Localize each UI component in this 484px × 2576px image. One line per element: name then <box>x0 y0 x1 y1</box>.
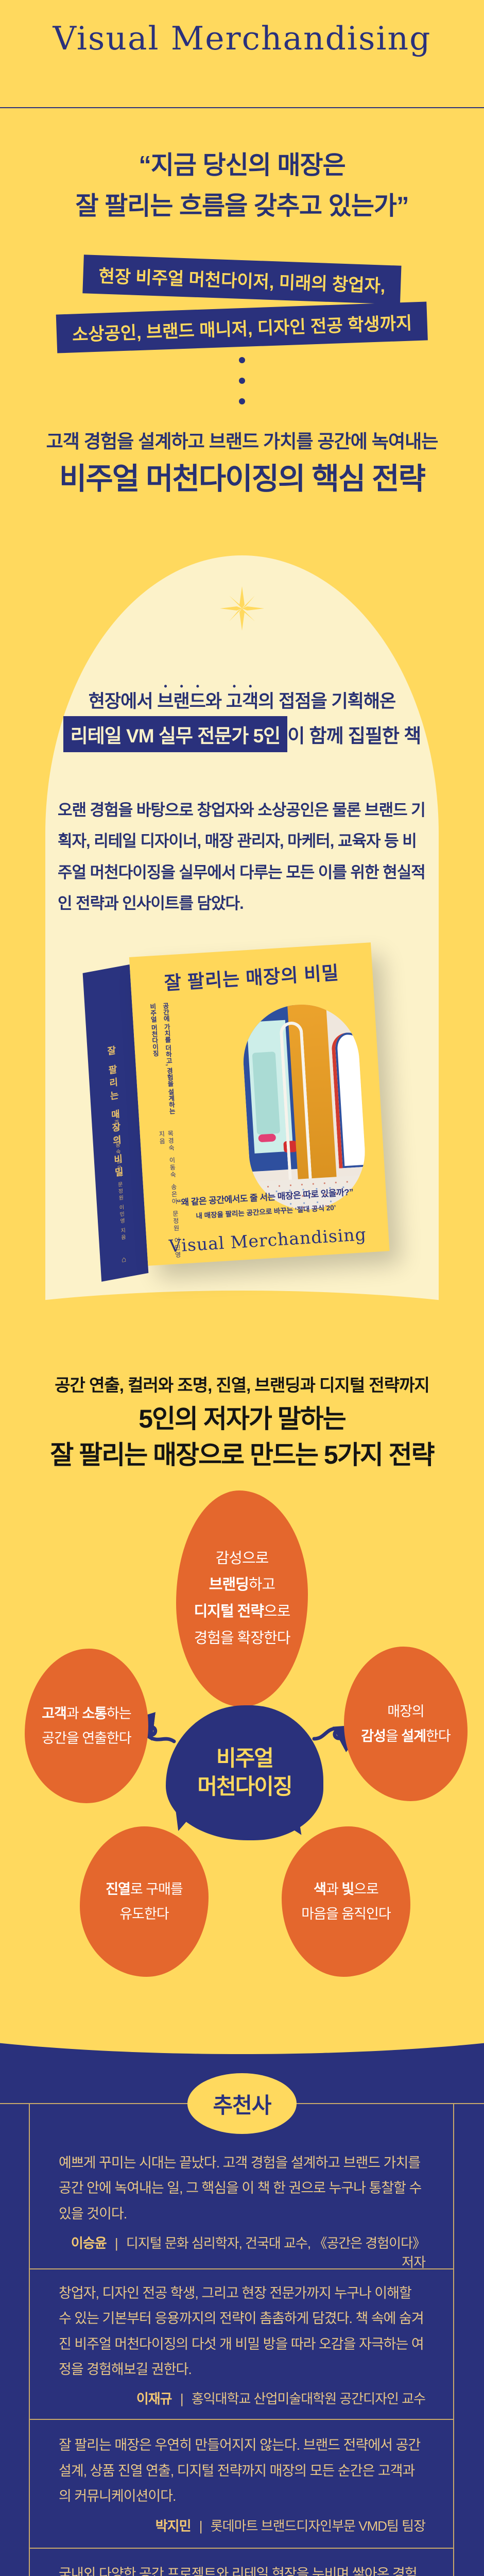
testimonial-author-separator: | <box>114 2235 118 2251</box>
book-cover-subtitle: 공간에 가치를 더하고, 경험을 설계하는 비주얼 머천다이징 <box>145 1002 179 1127</box>
book-cover-title: 잘 팔리는 매장의 비밀 <box>163 962 340 994</box>
book-cover-subtitle-1: 공간에 가치를 더하고, 경험을 설계하는 <box>161 1002 176 1115</box>
testimonial-item: 창업자, 디자인 전공 학생, 그리고 현장 전문가까지 누구나 이해할 수 있… <box>30 2269 453 2420</box>
audience-banner-2: 소상공인, 브랜드 매니저, 디자인 전공 학생까지 <box>56 301 428 353</box>
strategy-center-blob: 비주얼 머천다이징 <box>166 1705 323 1840</box>
testimonial-author: 이승윤 | 디지털 문화 심리학자, 건국대 교수, 《공간은 경험이다》 저자 <box>59 2233 426 2271</box>
section-dome-divider <box>0 1291 484 1368</box>
testimonial-badge: 추천사 <box>187 2073 297 2134</box>
testimonial-item: 국내외 다양한 공간 프로젝트와 리테일 현장을 누비며 쌓아온 경험을 바탕으… <box>30 2549 453 2576</box>
testimonial-author-name: 박지민 <box>155 2518 192 2534</box>
book-cover-brand: Visual Merchandising <box>168 1224 367 1257</box>
testimonial-author-role: 홍익대학교 산업미술대학원 공간디자인 교수 <box>191 2391 426 2407</box>
yellow-dome-bottom <box>0 1996 484 2054</box>
hero-quote-line1: “지금 당신의 매장은 <box>139 151 345 179</box>
hero-quote: “지금 당신의 매장은 잘 팔리는 흐름을 갖추고 있는가” <box>0 145 484 227</box>
intro-paragraph: 오랜 경험을 바탕으로 창업자와 소상공인은 물론 브랜드 기획자, 리테일 디… <box>58 801 426 913</box>
testimonial-author-name: 이재규 <box>136 2391 172 2407</box>
testimonial-section: 추천사 예쁘게 꾸미는 시대는 끝났다. 고객 경험을 설계하고 브랜드 가치를… <box>0 1996 484 2576</box>
strategy-title-line2: 잘 팔리는 매장으로 만드는 5가지 전략 <box>50 1440 435 1469</box>
tagline-line1: 고객 경험을 설계하고 브랜드 가치를 공간에 녹여내는 <box>46 431 439 452</box>
publisher-house-icon: ⌂ <box>121 1255 127 1265</box>
tagline-line2: 비주얼 머천다이징의 핵심 전략 <box>59 462 426 496</box>
highlight-box: 리테일 VM 실무 전문가 5인 <box>63 716 288 752</box>
page-title: Visual Merchandising <box>53 20 431 57</box>
audience-banner-1: 현장 비주얼 머천다이저, 미래의 창업자, <box>82 255 402 304</box>
strategy-title-line1: 5인의 저자가 말하는 <box>139 1404 347 1433</box>
hero-quote-line2: 잘 팔리는 흐름을 갖추고 있는가” <box>75 192 409 221</box>
center-blob-line2: 머천다이징 <box>197 1774 292 1799</box>
testimonial-author-role: 디지털 문화 심리학자, 건국대 교수, 《공간은 경험이다》 저자 <box>126 2235 426 2270</box>
testimonial-item: 잘 팔리는 매장은 우연히 만들어지지 않는다. 브랜드 전략에서 공간 설계,… <box>30 2420 453 2549</box>
testimonial-author-separator: | <box>199 2518 203 2534</box>
testimonial-author-role: 롯데마트 브랜드디자인부문 VMD팀 팀장 <box>210 2518 426 2534</box>
testimonial-item: 예쁘게 꾸미는 시대는 끝났다. 고객 경험을 설계하고 브랜드 가치를 공간 … <box>30 2104 453 2271</box>
box-right-border <box>453 2103 454 2576</box>
book-cover: 잘 팔리는 매장의 비밀 공간에 가치를 더하고, 경험을 설계하는 비주얼 머… <box>129 942 390 1266</box>
testimonial-list: 예쁘게 꾸미는 시대는 끝났다. 고객 경험을 설계하고 브랜드 가치를 공간 … <box>30 2104 453 2576</box>
center-blob-line1: 비주얼 <box>216 1746 274 1771</box>
testimonial-author: 이재규 | 홍익대학교 산업미술대학원 공간디자인 교수 <box>59 2388 426 2408</box>
testimonial-author: 박지민 | 롯데마트 브랜드디자인부문 VMD팀 팀장 <box>59 2516 426 2535</box>
testimonial-author-name: 이승윤 <box>71 2235 107 2251</box>
vertical-dots-icon <box>239 357 245 419</box>
header-divider <box>0 107 484 108</box>
sparkle-icon <box>220 586 264 633</box>
testimonial-text: 창업자, 디자인 전공 학생, 그리고 현장 전문가까지 누구나 이해할 수 있… <box>59 2285 424 2377</box>
intro-heading-line1: 현장에서 브랜드와 고객의 접점을 기획해온 <box>88 691 396 711</box>
intro-heading-rest: 이 함께 집필한 책 <box>287 725 421 747</box>
testimonial-text: 예쁘게 꾸미는 시대는 끝났다. 고객 경험을 설계하고 브랜드 가치를 공간 … <box>59 2155 422 2222</box>
book-cover-photo <box>240 1001 369 1213</box>
strategy-kicker: 공간 연출, 컬러와 조명, 진열, 브랜딩과 디지털 전략까지 <box>55 1376 430 1395</box>
book-mockup: 잘 팔리는 매장의 비밀 목경숙 이동숙 송은아 문정원 이민영 지음 ⌂ 잘 … <box>82 942 405 1290</box>
testimonial-text: 국내외 다양한 공간 프로젝트와 리테일 현장을 누비며 쌓아온 경험을 바탕으… <box>59 2566 418 2576</box>
testimonial-author-separator: | <box>180 2391 184 2407</box>
book-cover-subtitle-2: 비주얼 머천다이징 <box>148 1003 159 1057</box>
box-left-border <box>29 2103 30 2576</box>
testimonial-text: 잘 팔리는 매장은 우연히 만들어지지 않는다. 브랜드 전략에서 공간 설계,… <box>59 2437 421 2504</box>
